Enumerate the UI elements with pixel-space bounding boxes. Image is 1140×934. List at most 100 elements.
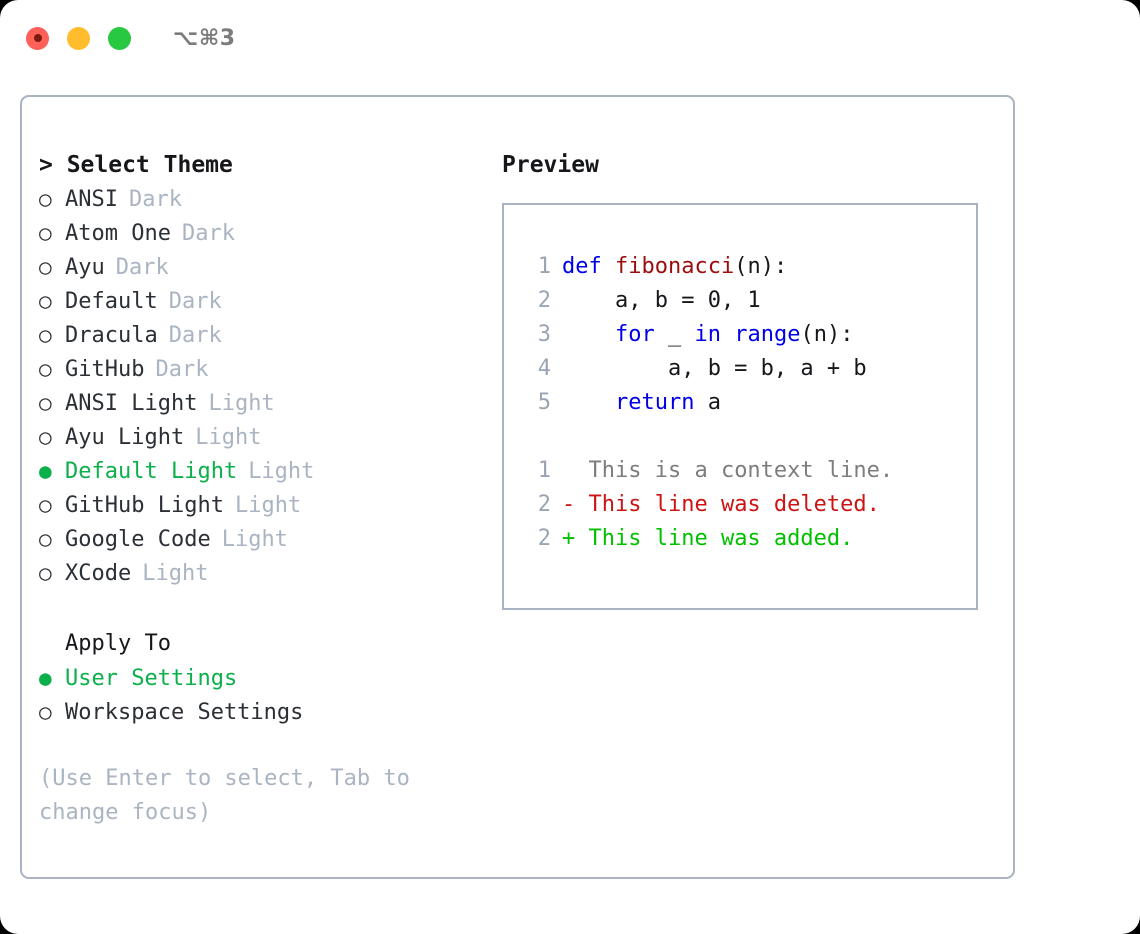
line-number: 2 — [537, 288, 551, 313]
radio-unselected-icon: ○ — [39, 561, 52, 585]
radio-unselected-icon: ○ — [39, 357, 52, 381]
theme-option-ansi[interactable]: ○ ANSI Dark — [39, 182, 489, 216]
code-line-content: def fibonacci(n): — [562, 250, 787, 284]
theme-list-header: > Select Theme — [39, 152, 233, 178]
code-token-txt: _ — [654, 322, 695, 347]
code-token-txt: (n): — [800, 322, 854, 347]
diff-line-add: 2+ This line was added. — [517, 522, 970, 556]
diff-line-del: 2- This line was deleted. — [517, 488, 970, 522]
line-number: 1 — [537, 458, 551, 483]
theme-option-tag: Dark — [128, 187, 182, 212]
theme-option-label: Ayu — [65, 255, 105, 280]
apply-to-option-workspace-settings[interactable]: ○ Workspace Settings — [39, 695, 489, 729]
line-number: 5 — [537, 390, 551, 415]
code-line-content: a, b = b, a + b — [562, 352, 867, 386]
code-token-txt: a, b = b, a + b — [562, 356, 867, 381]
apply-to-option-label: User Settings — [65, 666, 238, 691]
theme-option-tag: Light — [234, 493, 302, 518]
apply-to-option-user-settings[interactable]: ●User Settings — [39, 661, 489, 695]
diff-line-ctx: 1 This is a context line. — [517, 454, 970, 488]
theme-option-tag: Light — [208, 391, 275, 416]
code-token-kw: for — [614, 322, 655, 347]
code-line-content: for _ in range(n): — [562, 318, 853, 352]
code-line-content: a, b = 0, 1 — [562, 284, 761, 318]
theme-option-label: Dracula — [65, 323, 158, 348]
theme-option-label: XCode — [65, 561, 132, 586]
theme-option-xcode[interactable]: ○ XCode Light — [39, 556, 489, 590]
theme-option-tag: Light — [142, 561, 209, 586]
radio-unselected-icon: ○ — [39, 187, 52, 211]
theme-option-label: Google Code — [65, 527, 211, 552]
maximize-button[interactable] — [108, 26, 131, 50]
line-number: 4 — [537, 356, 551, 381]
code-token-kw: return — [614, 390, 695, 415]
keyboard-hint-text: (Use Enter to select, Tab to change focu… — [39, 766, 424, 825]
theme-option-ayu-light[interactable]: ○ Ayu Light Light — [39, 420, 489, 454]
radio-selected-icon: ● — [39, 459, 52, 483]
diff-line-text: This line was added. — [575, 526, 854, 551]
code-token-txt — [721, 322, 734, 347]
theme-option-ansi-light[interactable]: ○ ANSI Light Light — [39, 386, 489, 420]
code-token-txt — [562, 322, 615, 347]
apply-to-option-label: Workspace Settings — [65, 700, 304, 725]
diff-line-text: This line was deleted. — [575, 492, 880, 517]
title-bar: ⌥⌘3 — [0, 0, 1140, 76]
code-token-txt: a — [694, 390, 721, 415]
apply-to-list: ●User Settings ○ Workspace Settings — [39, 661, 489, 729]
code-line: 1 def fibonacci(n): — [517, 250, 970, 284]
theme-option-label: Atom One — [65, 221, 171, 246]
code-token-fn: fibonacci — [614, 254, 735, 279]
code-token-kw: range — [734, 322, 801, 347]
theme-option-github[interactable]: ○ GitHub Dark — [39, 352, 489, 386]
code-line: 3 for _ in range(n): — [517, 318, 970, 352]
diff-sample: 1 This is a context line.2- This line wa… — [517, 454, 970, 556]
radio-unselected-icon: ○ — [39, 289, 52, 313]
diff-marker: - — [562, 492, 576, 517]
theme-option-label: ANSI — [65, 187, 118, 212]
theme-option-default-light[interactable]: ● Default Light Light — [39, 454, 489, 488]
theme-option-label: Default Light — [65, 459, 238, 484]
theme-option-tag: Dark — [181, 221, 235, 246]
line-number: 2 — [537, 492, 551, 517]
line-number: 1 — [537, 254, 551, 279]
code-line: 4 a, b = b, a + b — [517, 352, 970, 386]
theme-option-tag: Dark — [155, 357, 209, 382]
close-button[interactable] — [26, 26, 49, 50]
theme-option-tag: Light — [248, 459, 315, 484]
section-spacer — [39, 590, 489, 627]
code-diff-spacer — [517, 420, 970, 454]
theme-option-label: Ayu Light — [65, 425, 185, 450]
theme-option-label: ANSI Light — [65, 391, 198, 416]
theme-option-atom-one[interactable]: ○ Atom One Dark — [39, 216, 489, 250]
radio-unselected-icon: ○ — [39, 221, 52, 245]
code-token-txt: a, b = 0, 1 — [562, 288, 761, 313]
theme-option-tag: Light — [195, 425, 262, 450]
minimize-button[interactable] — [67, 26, 90, 50]
theme-option-label: GitHub — [65, 357, 145, 382]
line-number: 3 — [537, 322, 551, 347]
code-line: 2 a, b = 0, 1 — [517, 284, 970, 318]
preview-title: Preview — [502, 152, 599, 178]
radio-unselected-icon: ○ — [39, 425, 52, 449]
code-token-kw: def — [562, 254, 615, 279]
radio-unselected-icon: ○ — [39, 700, 52, 724]
diff-line-text: This is a context line. — [575, 458, 894, 483]
diff-marker: + — [562, 526, 576, 551]
window-controls — [26, 26, 131, 50]
theme-option-tag: Dark — [115, 255, 169, 280]
code-line: 5 return a — [517, 386, 970, 420]
radio-unselected-icon: ○ — [39, 391, 52, 415]
theme-option-tag: Light — [221, 527, 288, 552]
theme-option-label: Default — [65, 289, 158, 314]
keyboard-shortcut-label: ⌥⌘3 — [173, 25, 236, 51]
